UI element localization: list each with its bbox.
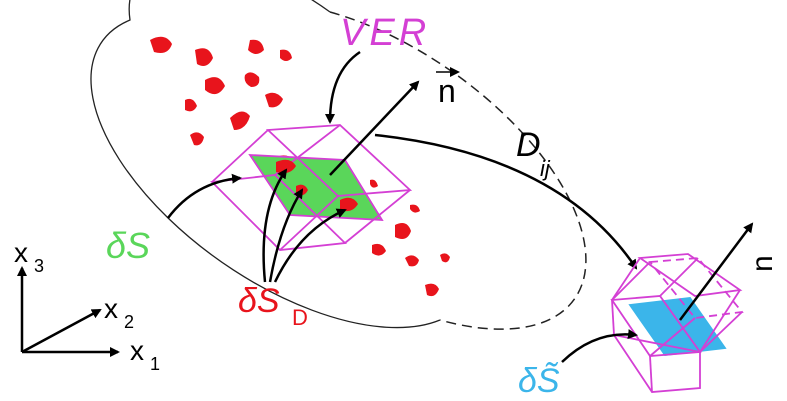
inclusion [195, 48, 213, 66]
delta-s-label: δS [106, 225, 150, 266]
ver-callout-arrow [325, 50, 361, 124]
surface-delta-s-d [276, 159, 358, 212]
normal-left-label: n [438, 73, 456, 109]
inclusion [205, 77, 225, 95]
axis-x2 [21, 308, 102, 354]
inclusion [425, 283, 439, 297]
inclusion [370, 179, 378, 188]
inclusion [150, 36, 172, 53]
inclusion [395, 223, 411, 239]
coordinate-axes [17, 266, 120, 357]
inclusion [410, 204, 420, 213]
normal-right-label: n [746, 255, 779, 272]
inclusion [440, 253, 450, 263]
axis-x3-sub: 3 [34, 256, 44, 276]
mapping-arrow [374, 133, 638, 270]
axis-x2-label: x [104, 293, 118, 324]
ver-label: VER [340, 12, 430, 54]
inclusion [185, 98, 197, 112]
delta-s-d-subscript: D [292, 305, 308, 330]
delta-s-tilde-label: δS̃ [518, 362, 560, 400]
delta-s-d-label: δS [238, 282, 280, 320]
delta-s-callout-arrow [167, 173, 242, 219]
axis-x1-label: x [130, 335, 144, 366]
axis-x2-sub: 2 [124, 312, 134, 332]
inclusion [190, 132, 204, 146]
axis-x3-label: x [14, 237, 28, 268]
surface-delta-s [248, 154, 384, 221]
material-domain-ellipse [90, 0, 587, 330]
mapping-label: D [516, 126, 541, 164]
inclusion [248, 39, 264, 54]
inclusion [265, 92, 283, 108]
inclusion [280, 49, 292, 61]
normal-vector-right [679, 222, 754, 321]
inclusion [372, 243, 386, 256]
mapping-subscript: ij [540, 156, 551, 181]
surface-delta-s-tilde [628, 297, 727, 356]
mapped-cube [610, 253, 744, 393]
axis-x1-sub: 1 [150, 354, 160, 374]
inclusion [405, 255, 419, 267]
inclusion [230, 111, 250, 130]
delta-s-d-callout-arrows [262, 168, 347, 283]
delta-s-tilde-callout-arrow [561, 329, 638, 363]
inclusion [244, 72, 260, 87]
normal-vector-left [329, 80, 420, 176]
